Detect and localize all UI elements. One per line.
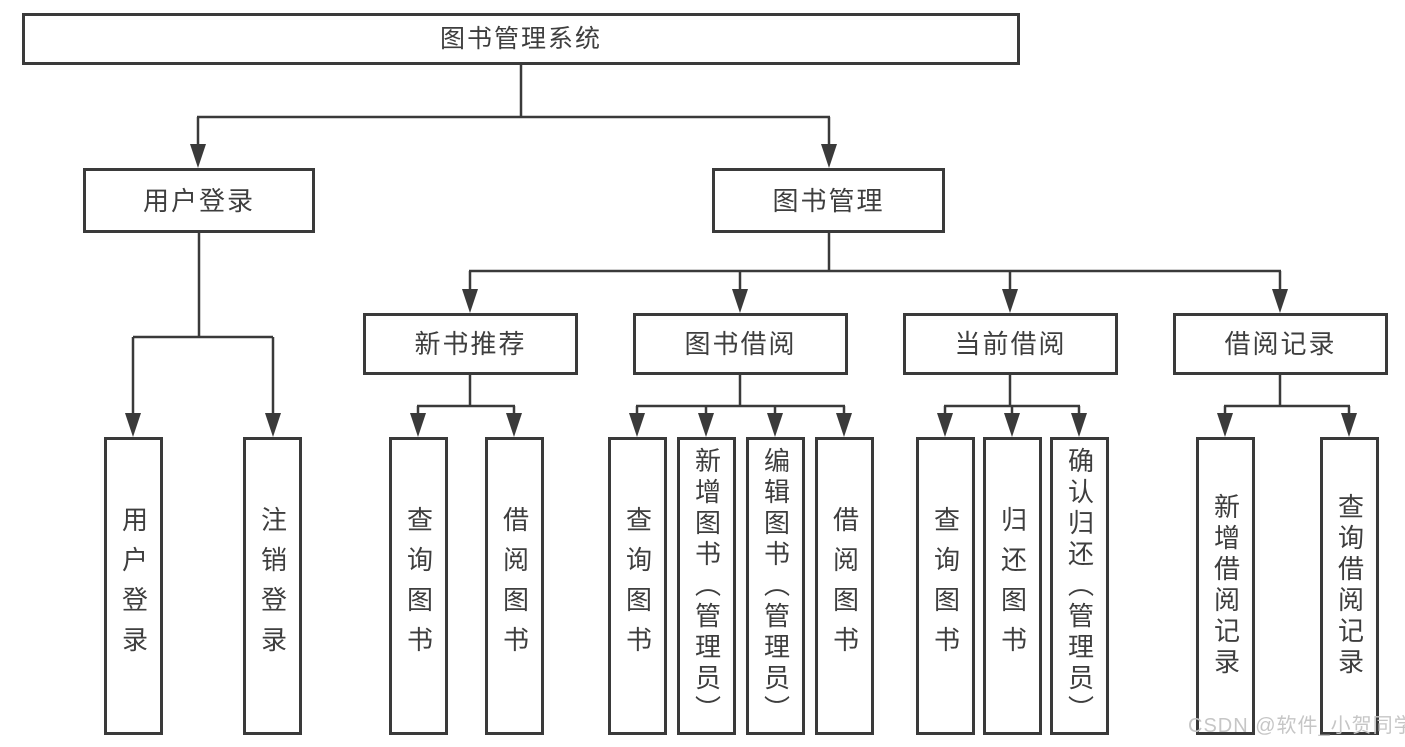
node-label: 编辑图书（管理员） [760, 446, 791, 726]
node-label: 图书借阅 [684, 329, 797, 359]
node-new-book-recommendation: 新书推荐 [363, 313, 578, 375]
leaf-query-borrowing-record: 查询借阅记录 [1320, 437, 1379, 735]
node-label: 借阅记录 [1224, 329, 1337, 359]
node-label: 用户登录 [142, 185, 255, 216]
node-book-borrowing: 图书借阅 [633, 313, 848, 375]
leaf-query-books-current: 查询图书 [916, 437, 975, 735]
leaf-user-login: 用户登录 [104, 437, 163, 735]
leaf-logout: 注销登录 [243, 437, 302, 735]
node-label: 查询图书 [930, 506, 961, 666]
node-label: 注销登录 [257, 506, 288, 666]
leaf-borrow-books: 借阅图书 [815, 437, 874, 735]
connector-bookmgmt-children [462, 233, 1288, 313]
leaf-add-books-admin: 新增图书（管理员） [677, 437, 736, 735]
node-label: 新增借阅记录 [1210, 493, 1241, 679]
node-label: 借阅图书 [499, 506, 530, 666]
node-label: 当前借阅 [954, 329, 1067, 359]
node-user-login: 用户登录 [83, 168, 315, 233]
leaf-confirm-return-admin: 确认归还（管理员） [1050, 437, 1109, 735]
connector-bookborrow-children [629, 375, 852, 437]
leaf-query-books-recommend: 查询图书 [389, 437, 448, 735]
node-label: 查询图书 [403, 506, 434, 666]
node-library-management-system: 图书管理系统 [22, 13, 1020, 65]
csdn-watermark: CSDN @软件_小贺同学 [1188, 715, 1405, 737]
connector-root-to-level2 [190, 65, 837, 168]
node-label: 借阅图书 [829, 506, 860, 666]
connector-newbook-children [410, 375, 522, 437]
node-label: 图书管理系统 [439, 24, 602, 53]
node-borrowing-records: 借阅记录 [1173, 313, 1388, 375]
leaf-add-borrowing-record: 新增借阅记录 [1196, 437, 1255, 735]
connector-currentborrow-children [937, 375, 1087, 437]
node-label: 新书推荐 [414, 329, 527, 359]
node-label: 新增图书（管理员） [691, 446, 722, 726]
node-label: 查询借阅记录 [1334, 493, 1365, 679]
node-label: 查询图书 [622, 506, 653, 666]
leaf-query-books-borrowing: 查询图书 [608, 437, 667, 735]
node-label: 用户登录 [118, 506, 149, 666]
node-label: 归还图书 [997, 506, 1028, 666]
node-label: 确认归还（管理员） [1064, 446, 1095, 726]
leaf-edit-books-admin: 编辑图书（管理员） [746, 437, 805, 735]
connector-userlogin-children [125, 233, 281, 437]
node-current-borrowing: 当前借阅 [903, 313, 1118, 375]
leaf-borrow-books-recommend: 借阅图书 [485, 437, 544, 735]
leaf-return-books: 归还图书 [983, 437, 1042, 735]
connector-borrowrecord-children [1217, 375, 1357, 437]
node-book-management: 图书管理 [712, 168, 945, 233]
node-label: 图书管理 [772, 185, 885, 216]
